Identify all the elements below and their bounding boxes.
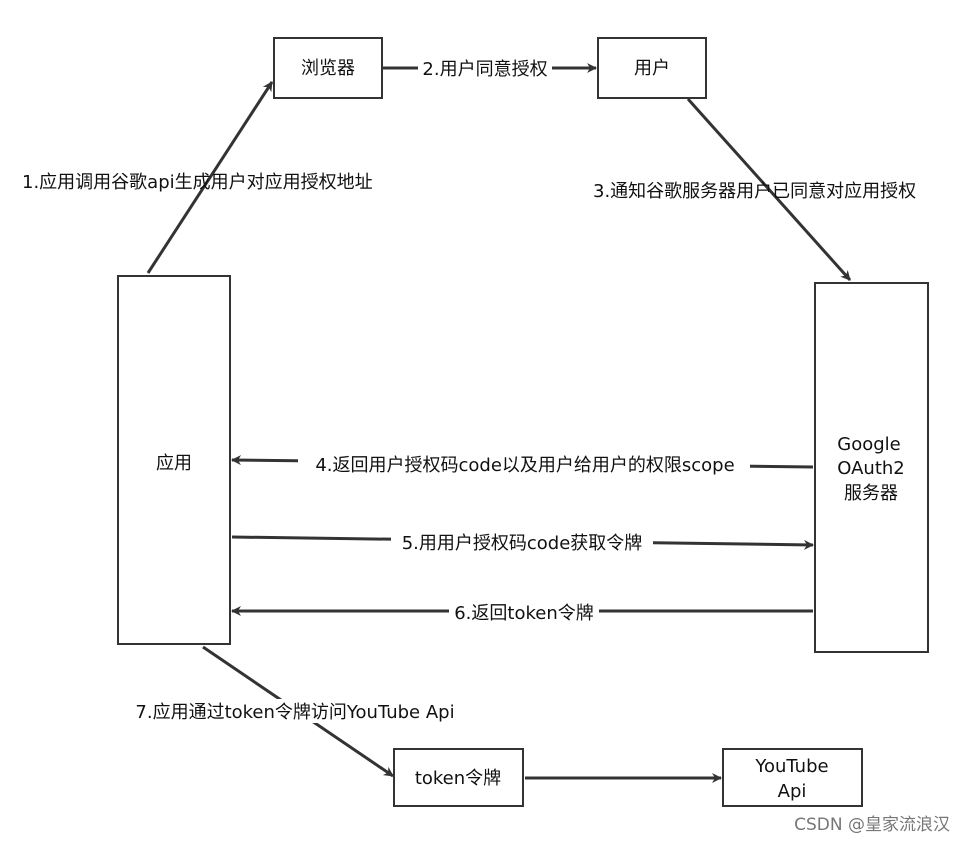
arrow-step3 [686,97,852,282]
token-label: token令牌 [415,768,501,789]
step4-label-bg [298,452,750,476]
step4-label: 4.返回用户授权码code以及用户给用户的权限scope [315,455,734,476]
step2-label-bg [418,56,552,80]
google-oauth-server-box [814,282,929,653]
arrow-step1 [146,81,274,274]
youtube-api-box [722,748,863,807]
watermark: CSDN @皇家流浪汉 [794,815,950,835]
app-label: 应用 [156,453,192,474]
app-box [117,275,231,645]
step5-label: 5.用用户授权码code获取令牌 [402,533,643,554]
youtube-label-line2: Api [778,781,807,802]
google-label-line1: Google [837,434,900,455]
user-label: 用户 [634,58,670,79]
step7-label-bg [122,699,468,723]
youtube-label-line1: YouTube [754,756,828,777]
google-label-line2: OAuth2 [837,458,905,479]
browser-label: 浏览器 [301,58,355,79]
step2-label: 2.用户同意授权 [422,59,547,80]
step5-label-bg [391,530,653,554]
step3-label: 3.通知谷歌服务器用户已同意对应用授权 [593,181,916,202]
step6-label-bg [449,600,599,624]
token-box [393,748,524,807]
step7-label: 7.应用通过token令牌访问YouTube Api [135,702,454,723]
google-label-line3: 服务器 [844,483,898,504]
user-box [597,37,707,99]
step6-label: 6.返回token令牌 [454,603,594,624]
step1-label: 1.应用调用谷歌api生成用户对应用授权地址 [22,172,373,193]
browser-box [273,37,383,99]
